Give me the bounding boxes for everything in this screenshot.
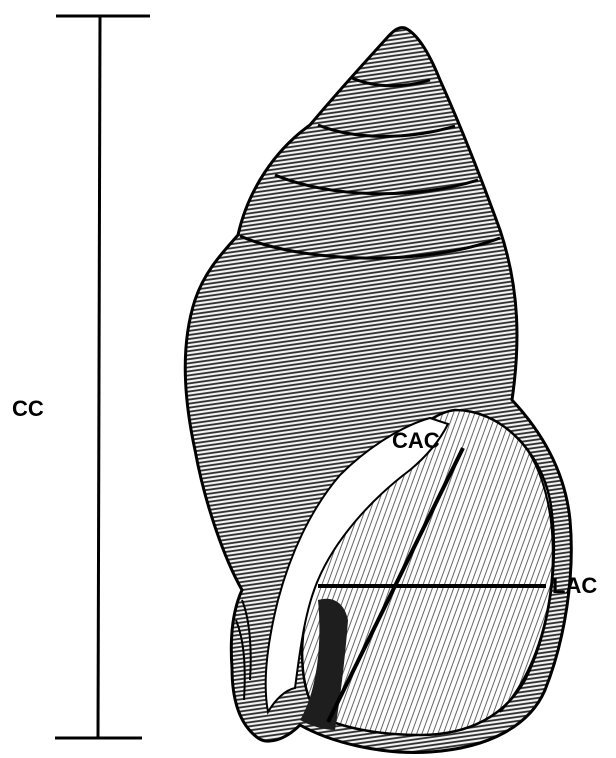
cac-label: CAC — [392, 430, 440, 452]
shell-illustration — [185, 28, 571, 753]
cc-scale-bar — [55, 16, 150, 738]
lac-label: LAC — [552, 575, 597, 597]
cc-label: CC — [12, 398, 44, 420]
cc-bar-vertical — [98, 16, 100, 738]
